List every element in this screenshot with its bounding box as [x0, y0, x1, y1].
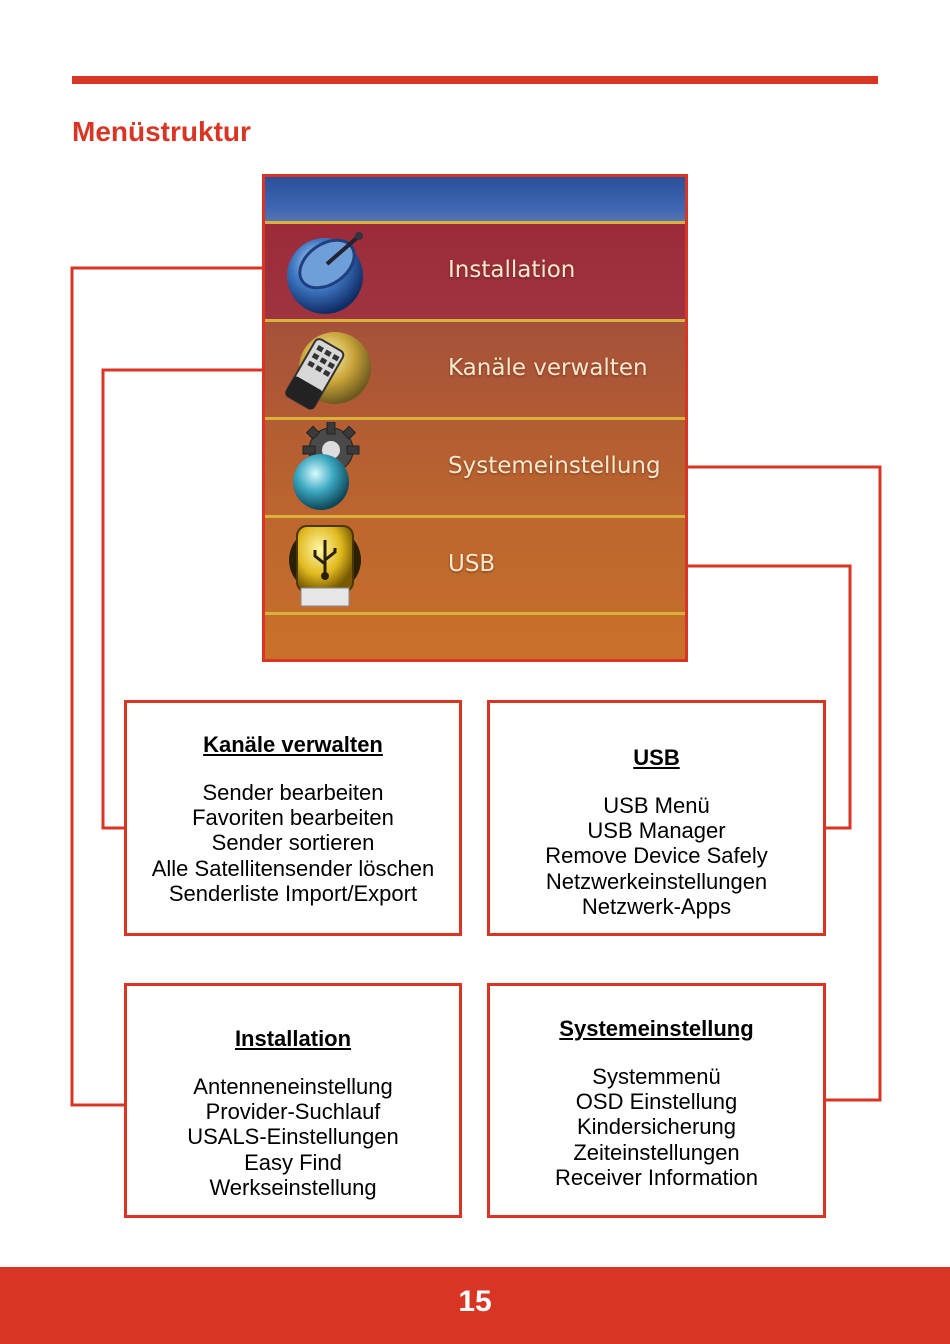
menu-item-usb[interactable]: USB [265, 515, 685, 613]
submenu-item: Systemmenü [592, 1064, 721, 1089]
submenu-item: Alle Satellitensender löschen [151, 855, 435, 881]
menu-item-label: Systemeinstellung [448, 453, 661, 479]
menu-item-kanaele-verwalten[interactable]: Kanäle verwalten [265, 319, 685, 417]
submenu-item: Antenneneinstellung [193, 1074, 393, 1099]
submenu-item: Receiver Information [555, 1164, 758, 1190]
usb-stick-icon [289, 525, 361, 607]
footer-bar: 15 [0, 1267, 950, 1344]
submenu-list: Systemmenü OSD Einstellung Kindersicheru… [490, 1064, 823, 1190]
submenu-list: Antenneneinstellung Provider-Suchlauf US… [127, 1074, 459, 1200]
menu-item-label: Kanäle verwalten [448, 355, 648, 381]
submenu-item: Favoriten bearbeiten [192, 805, 394, 831]
submenu-item: Netzwerkeinstellungen [545, 868, 768, 894]
submenu-list: Sender bearbeiten Favoriten bearbeiten S… [127, 780, 459, 906]
submenu-title: Installation [234, 1026, 352, 1051]
submenu-item: Werkseinstellung [209, 1174, 377, 1200]
submenu-box-kanaele-verwalten: Kanäle verwalten Sender bearbeiten Favor… [124, 700, 462, 936]
submenu-title: Kanäle verwalten [203, 732, 383, 757]
submenu-item: USALS-Einstellungen [187, 1124, 399, 1150]
connector-system [688, 465, 882, 1102]
top-rule [72, 76, 878, 84]
submenu-item: Netzwerk-Apps [581, 893, 732, 919]
submenu-title: Systemeinstellung [559, 1016, 754, 1041]
submenu-item: Zeiteinstellungen [573, 1139, 740, 1165]
submenu-item: Sender bearbeiten [202, 780, 384, 805]
page-title: Menüstruktur [72, 116, 251, 147]
submenu-box-systemeinstellung: Systemeinstellung Systemmenü OSD Einstel… [487, 983, 826, 1218]
submenu-item: USB Manager [587, 818, 726, 844]
menu-item-installation[interactable]: Installation [265, 221, 685, 319]
connector-installation [70, 266, 262, 1107]
submenu-box-installation: Installation Antenneneinstellung Provide… [124, 983, 462, 1218]
remote-control-icon [285, 332, 371, 410]
submenu-item: Kindersicherung [577, 1114, 736, 1140]
submenu-item: Remove Device Safely [545, 843, 768, 869]
connector-usb [688, 564, 852, 830]
connector-kanaele [101, 368, 262, 830]
submenu-item: Sender sortieren [211, 830, 375, 856]
gear-globe-icon [293, 422, 360, 510]
menu-item-label: Installation [448, 257, 576, 283]
satellite-dish-icon [287, 232, 363, 314]
page-number: 15 [458, 1285, 492, 1318]
submenu-item: Senderliste Import/Export [168, 880, 418, 906]
submenu-list: USB Menü USB Manager Remove Device Safel… [490, 793, 823, 919]
menu-item-systemeinstellung[interactable]: Systemeinstellung [265, 417, 685, 515]
submenu-box-usb: USB USB Menü USB Manager Remove Device S… [487, 700, 826, 936]
menu-item-label: USB [448, 551, 496, 577]
submenu-item: Easy Find [244, 1149, 342, 1175]
submenu-item: USB Menü [603, 793, 710, 818]
menu-footer-bar [265, 612, 685, 659]
submenu-item: Provider-Suchlauf [205, 1099, 381, 1125]
main-menu-screen: Installation Kanäle verwalten [262, 174, 688, 662]
menu-header-bar [265, 177, 685, 221]
submenu-item: OSD Einstellung [575, 1089, 738, 1115]
submenu-title: USB [633, 745, 680, 770]
